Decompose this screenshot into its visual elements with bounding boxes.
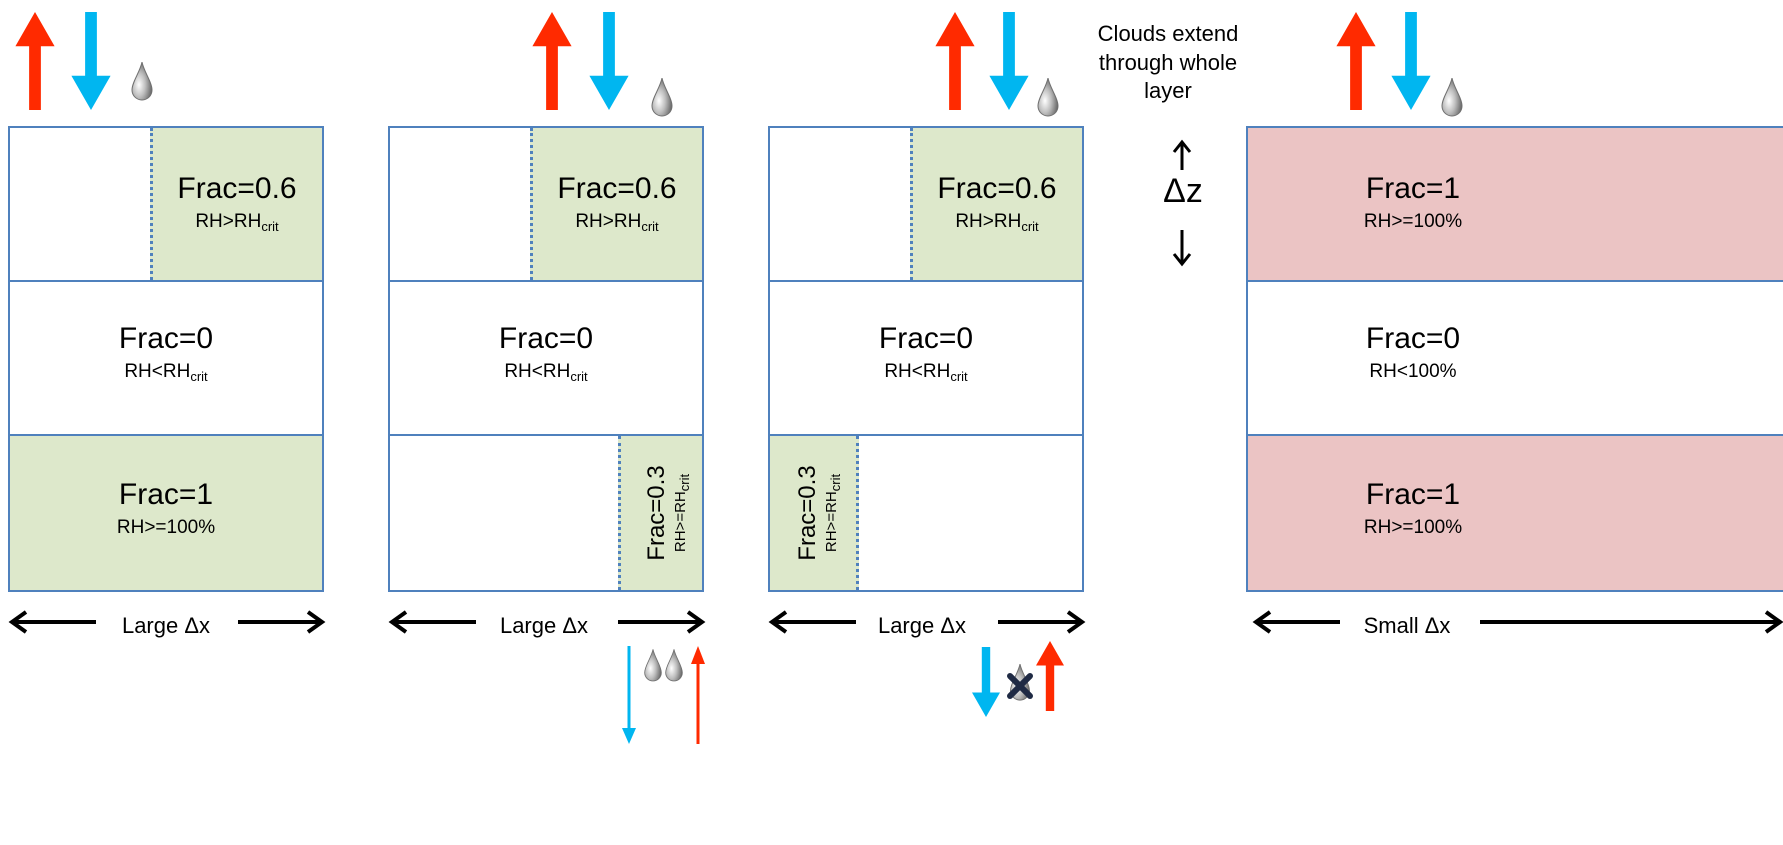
panel-2-top-layer: Frac=0.6 RH>RHcrit: [390, 128, 702, 282]
panel-4-downdraft-arrow-icon: [1391, 12, 1431, 110]
panel-3-dx-label: Large Δx: [877, 613, 967, 638]
panel-3-column: Frac=0.6 RH>RHcrit Frac=0 RH<RHcrit Frac…: [768, 126, 1084, 592]
panel-1-bottom-label: Frac=1 RH>=100%: [10, 478, 322, 538]
note-line-1: Clouds extend: [1097, 21, 1239, 46]
panel-3-top-layer: Frac=0.6 RH>RHcrit: [770, 128, 1082, 282]
panel-1-dx-arrow-icon: [8, 610, 326, 634]
panel-3-middle-layer: Frac=0 RH<RHcrit: [770, 282, 1082, 436]
panel-1-updraft-arrow-icon: [15, 12, 55, 110]
panel-2-top-label: Frac=0.6 RH>RHcrit: [532, 172, 702, 234]
panel-3-updraft-arrow-icon: [935, 12, 975, 110]
panel-3-dx-arrow-icon: [768, 610, 1086, 634]
frac-text: Frac=0: [498, 322, 594, 355]
panel-2-middle-layer: Frac=0 RH<RHcrit: [390, 282, 702, 436]
panel-2-column: Frac=0.6 RH>RHcrit Frac=0 RH<RHcrit Frac…: [388, 126, 704, 592]
rh-text: RH>RHcrit: [955, 211, 1039, 234]
rh-text: RH>=100%: [1363, 211, 1463, 232]
panel-3-top-cloud: [910, 128, 1082, 280]
panel-4-middle-layer: Frac=0 RH<100%: [1248, 282, 1783, 436]
panel-3-droplet-icon: [1037, 78, 1059, 117]
rh-text: RH>=100%: [1363, 517, 1463, 538]
panel-3-bottom-cloud: [770, 436, 859, 590]
panel-1-top-cloud: [150, 128, 322, 280]
panel-3-bottom-up-arrow-icon: [1036, 641, 1064, 711]
note-line-3: layer: [1144, 78, 1192, 104]
frac-text: Frac=1: [118, 478, 214, 511]
panel-2-bottom-cloud: [618, 436, 702, 590]
panel-2-top-cloud: [530, 128, 702, 280]
frac-text: Frac=0: [118, 322, 214, 355]
panel-4-top-layer: Frac=1 RH>=100%: [1248, 128, 1783, 282]
panel-4-column: Frac=1 RH>=100% Frac=0 RH<100% Frac=1 RH…: [1246, 126, 1783, 592]
panel-1-top-layer: Frac=0.6 RH>RHcrit: [10, 128, 322, 282]
panel-4-dx-arrow-icon: [1252, 610, 1783, 634]
panel-3-top-label: Frac=0.6 RH>RHcrit: [912, 172, 1082, 234]
panel-2-bottom-down-arrow-icon: [622, 646, 636, 744]
panel-3-bottom-down-arrow-icon: [972, 647, 1000, 717]
panel-2-middle-label: Frac=0 RH<RHcrit: [390, 322, 702, 384]
rh-text: RH<RHcrit: [124, 361, 208, 384]
panel-4-middle-label: Frac=0 RH<100%: [1248, 322, 1578, 382]
panel-4-droplet-icon: [1441, 78, 1463, 117]
panel-2-bottom-layer: Frac=0.3 RH>=RHcrit: [390, 436, 702, 590]
frac-text: Frac=1: [1365, 478, 1461, 511]
panel-1-bottom-layer: Frac=1 RH>=100%: [10, 436, 322, 590]
note-line-2: through whole: [1098, 49, 1238, 75]
panel-2-updraft-arrow-icon: [532, 12, 572, 110]
frac-text: Frac=0.6: [177, 172, 297, 205]
frac-text: Frac=0: [1365, 322, 1461, 355]
panel-1-droplet-icon: [131, 62, 153, 101]
frac-text: Frac=1: [1365, 172, 1461, 205]
panel-3-blocked-x-icon: [1007, 673, 1033, 699]
rh-text: RH>RHcrit: [575, 211, 659, 234]
dz-up-arrow-icon: [1172, 139, 1192, 170]
rh-text: RH>=100%: [116, 517, 216, 538]
panel-2-downdraft-arrow-icon: [589, 12, 629, 110]
clouds-extend-note: Clouds extend through whole layer: [1058, 20, 1278, 106]
panel-4-dx-label: Small Δx: [1363, 613, 1451, 638]
panel-4-updraft-arrow-icon: [1336, 12, 1376, 110]
panel-2-dx-arrow-icon: [388, 610, 706, 634]
panel-2-bottom-droplets-icon: [644, 648, 683, 682]
rh-text: RH<100%: [1369, 361, 1457, 382]
panel-2-droplet-icon: [651, 78, 673, 117]
panel-1-middle-layer: Frac=0 RH<RHcrit: [10, 282, 322, 436]
frac-text: Frac=0: [878, 322, 974, 355]
panel-1-dx-label: Large Δx: [121, 613, 211, 638]
panel-1-column: Frac=0.6 RH>RHcrit Frac=0 RH<RHcrit Frac…: [8, 126, 324, 592]
frac-text: Frac=0.6: [557, 172, 677, 205]
panel-4-bottom-layer: Frac=1 RH>=100%: [1248, 436, 1783, 590]
panel-2-bottom-up-arrow-icon: [691, 646, 705, 744]
panel-3-bottom-layer: Frac=0.3 RH>=RHcrit: [770, 436, 1082, 590]
rh-text: RH<RHcrit: [884, 361, 968, 384]
panel-1-downdraft-arrow-icon: [71, 12, 111, 110]
panel-4-bottom-label: Frac=1 RH>=100%: [1248, 478, 1578, 538]
panel-2-dx-label: Large Δx: [499, 613, 589, 638]
dz-label: Δz: [1163, 172, 1203, 210]
panel-1-middle-label: Frac=0 RH<RHcrit: [10, 322, 322, 384]
frac-text: Frac=0.6: [937, 172, 1057, 205]
rh-text: RH>RHcrit: [195, 211, 279, 234]
rh-text: RH<RHcrit: [504, 361, 588, 384]
panel-3-middle-label: Frac=0 RH<RHcrit: [770, 322, 1082, 384]
panel-3-downdraft-arrow-icon: [989, 12, 1029, 110]
dz-down-arrow-icon: [1172, 230, 1192, 267]
panel-1-top-label: Frac=0.6 RH>RHcrit: [152, 172, 322, 234]
panel-4-top-label: Frac=1 RH>=100%: [1248, 172, 1578, 232]
